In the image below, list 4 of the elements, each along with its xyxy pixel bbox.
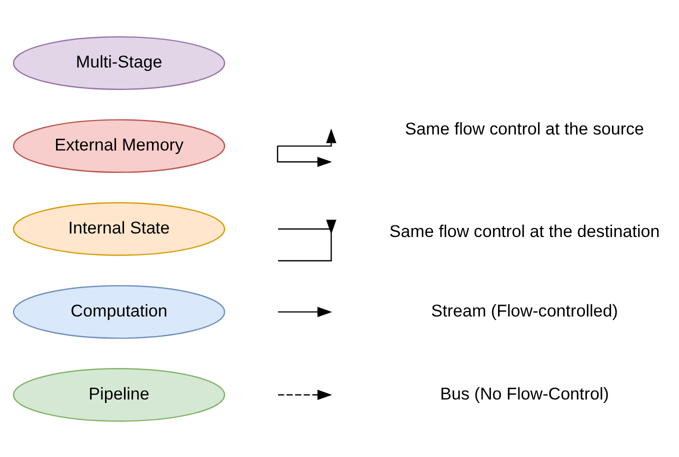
legend-label: Same flow control at the destination <box>389 222 660 241</box>
legend-label: Same flow control at the source <box>405 119 644 138</box>
legend-label: Stream (Flow-controlled) <box>431 300 618 320</box>
legend-label: Bus (No Flow-Control) <box>440 384 609 403</box>
